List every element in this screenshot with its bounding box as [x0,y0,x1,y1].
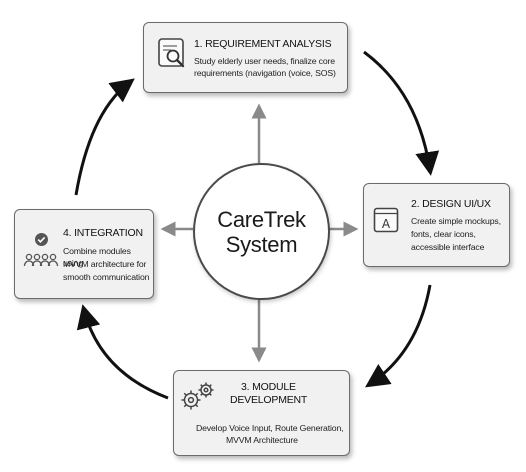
step-1-desc-line2: requirements (navigation (voice, SOS) [194,68,336,78]
step-2-title: 2. DESIGN UI/UX [411,198,491,210]
step-4-desc-line2: MVVM architecture for [63,259,147,269]
step-design-ui-ux-box: A 2. DESIGN UI/UX Create simple mockups,… [363,183,510,267]
step-module-development-box: 3. MODULE DEVELOPMENT Develop Voice Inpu… [173,370,350,456]
step-3-title-line1: 3. MODULE [241,381,296,393]
center-circle: CareTrek System [193,163,330,300]
step-requirement-analysis-box: 1. REQUIREMENT ANALYSIS Study elderly us… [143,22,348,93]
cycle-arrow-1-to-2 [363,50,440,176]
step-1-title: 1. REQUIREMENT ANALYSIS [194,38,332,50]
check-badge-icon [34,232,49,252]
step-4-desc-line3: smooth communication [63,272,150,282]
step-3-desc-line2: MVVM Architecture [226,435,298,445]
magnifier-document-icon [157,37,187,74]
cycle-arrow-3-to-4 [76,304,169,400]
center-title-line1: CareTrek [217,206,306,232]
step-4-title: 4. INTEGRATION [63,227,143,239]
team-people-icon [23,252,59,275]
design-window-icon: A [373,207,399,238]
svg-text:A: A [382,217,391,231]
step-2-desc-line2: fonts, clear icons, [411,229,476,239]
step-2-desc-line3: accessible interface [411,242,485,252]
step-1-desc-line1: Study elderly user needs, finalize core [194,56,335,66]
cycle-arrow-4-to-1 [74,78,135,196]
step-integration-box: 4. INTEGRATION Combine modules using MVV… [14,209,154,299]
step-4-desc-line1: Combine modules using [63,246,131,268]
gears-icon [179,380,217,417]
center-title-line2: System [225,231,298,257]
cycle-arrow-2-to-3 [365,284,432,388]
step-3-desc-line1: Develop Voice Input, Route Generation, [196,423,344,433]
step-2-desc-line1: Create simple mockups, [411,216,501,226]
step-3-title-line2: DEVELOPMENT [230,394,308,406]
